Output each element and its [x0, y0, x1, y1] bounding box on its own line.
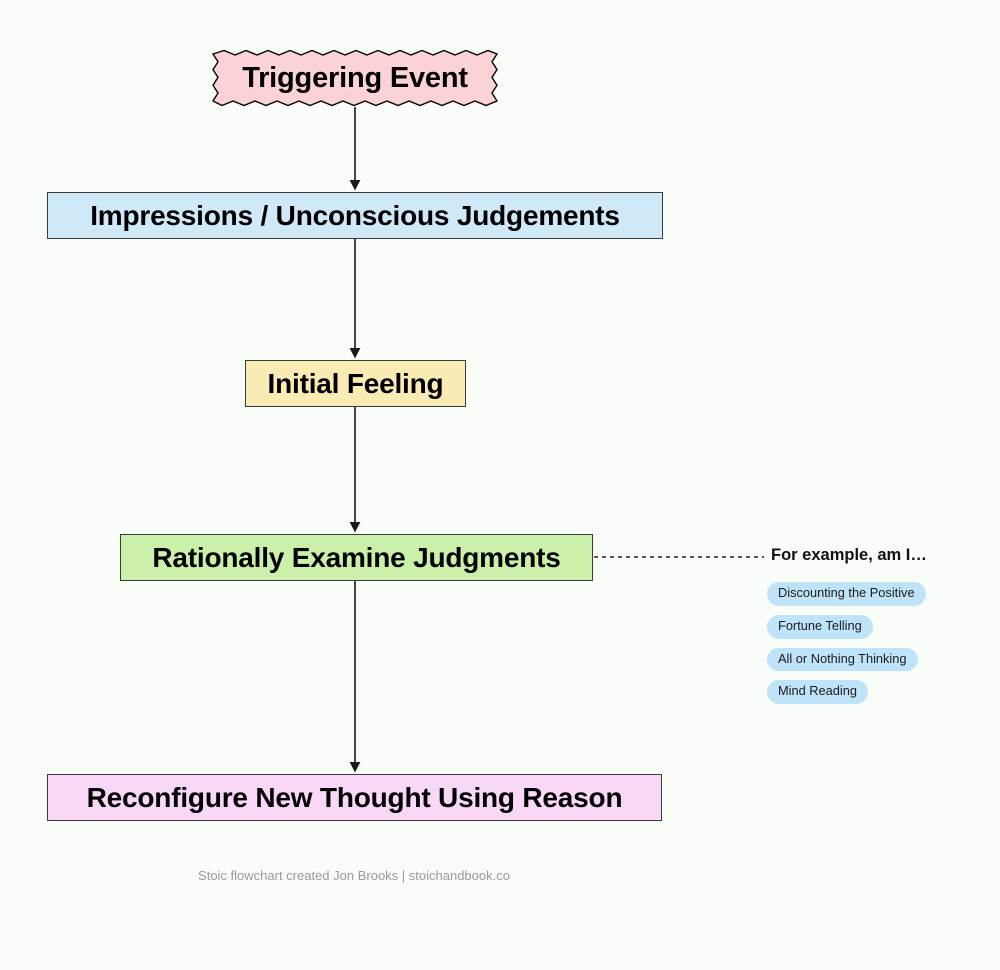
footer-credit: Stoic flowchart created Jon Brooks | sto… [198, 868, 510, 883]
pill-fortune-telling[interactable]: Fortune Telling [767, 614, 873, 639]
node-reconfigure-new-thought[interactable]: Reconfigure New Thought Using Reason [47, 774, 662, 821]
node-impressions-unconscious-judgements[interactable]: Impressions / Unconscious Judgements [47, 192, 663, 239]
pill-all-or-nothing-thinking[interactable]: All or Nothing Thinking [767, 647, 918, 672]
node-impressions-label: Impressions / Unconscious Judgements [90, 199, 620, 231]
pill-discounting-the-positive[interactable]: Discounting the Positive [767, 582, 926, 606]
pill-mind-reading[interactable]: Mind Reading [767, 680, 868, 705]
cognitive-distortion-list: Discounting the Positive Fortune Telling… [767, 582, 926, 705]
node-triggering-event-label: Triggering Event [242, 61, 468, 94]
node-triggering-event[interactable]: Triggering Event [210, 49, 500, 107]
node-initial-feeling-label: Initial Feeling [267, 367, 444, 399]
zigzag-border-shape [211, 49, 499, 107]
node-initial-feeling[interactable]: Initial Feeling [245, 360, 466, 407]
node-reconfigure-label: Reconfigure New Thought Using Reason [86, 781, 623, 813]
examples-heading: For example, am I… [771, 546, 927, 564]
node-rationally-examine-judgments[interactable]: Rationally Examine Judgments [120, 534, 593, 581]
node-rationally-examine-label: Rationally Examine Judgments [152, 541, 561, 573]
